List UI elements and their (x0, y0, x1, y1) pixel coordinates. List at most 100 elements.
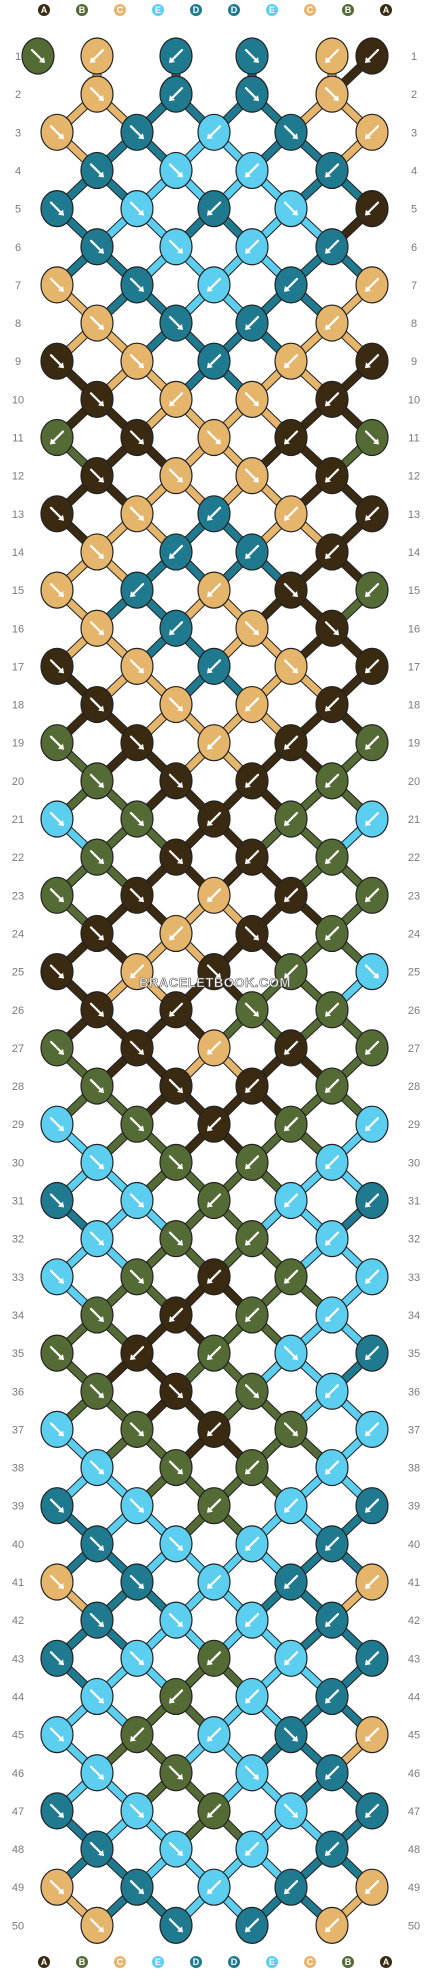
row-number-left: 47 (12, 1806, 24, 1818)
knot-arrowhead-icon (98, 1621, 104, 1628)
knot-arrowhead-icon (177, 247, 183, 254)
knot-arrow-icon (89, 87, 104, 101)
knot-arrow-icon (207, 201, 222, 215)
knot-arrow-icon (207, 354, 222, 368)
knot-arrow-icon (49, 1880, 64, 1894)
row-number-left: 4 (15, 165, 21, 177)
knot (80, 1372, 114, 1410)
knot-arrow-icon (129, 506, 144, 520)
row-number-left: 30 (12, 1157, 24, 1169)
knot-arrow-icon (129, 659, 144, 673)
knot-arrowhead-icon (138, 1888, 144, 1895)
row-number-right: 32 (408, 1234, 420, 1246)
knot-arrow-icon (284, 1193, 299, 1207)
knot (235, 1296, 269, 1334)
knot-arrowhead-icon (169, 400, 175, 407)
knot-arrowhead-icon (325, 1544, 331, 1551)
knot-arrowhead-icon (207, 514, 213, 521)
knot (315, 991, 349, 1029)
strand-label-dot (38, 1956, 50, 1968)
row-number-right: 1 (411, 51, 417, 63)
strand-label: E (269, 5, 275, 15)
knot-arrow-icon (168, 1384, 183, 1398)
knot (315, 762, 349, 800)
knot-arrowhead-icon (98, 1697, 104, 1704)
knot (235, 75, 269, 113)
knot-arrow-icon (245, 163, 260, 177)
knot-arrowhead-icon (207, 285, 213, 292)
knot (159, 457, 193, 495)
knot-arrowhead-icon (98, 1773, 104, 1780)
row-number-left: 42 (12, 1615, 24, 1627)
knot-arrowhead-icon (373, 972, 379, 979)
knot (80, 304, 114, 342)
knot-arrow-icon (245, 239, 260, 253)
knot-arrowhead-icon (138, 820, 144, 826)
knot-arrow-icon (207, 1269, 222, 1283)
knot-arrowhead-icon (365, 209, 371, 216)
knot-arrow-icon (129, 277, 144, 291)
knot-arrowhead-icon (207, 1277, 213, 1284)
knot-arrowhead-icon (177, 1850, 183, 1857)
knot (120, 1258, 154, 1296)
knot (355, 1410, 389, 1449)
knot (274, 1715, 308, 1754)
knot-arrowhead-icon (207, 1583, 213, 1589)
knot (235, 304, 269, 342)
knot-arrow-icon (245, 1460, 260, 1474)
knot (120, 724, 154, 762)
knot (159, 151, 193, 190)
knot-arrow-icon (283, 582, 298, 597)
knot (355, 800, 389, 838)
knot-arrow-icon (284, 1880, 299, 1894)
knot-arrowhead-icon (325, 1315, 331, 1322)
strand-label-dot (152, 4, 164, 16)
knot-arrow-icon (244, 1384, 259, 1398)
knot-arrow-icon (207, 659, 222, 673)
knot-arrowhead-icon (98, 705, 104, 712)
knot-arrowhead-icon (177, 781, 183, 788)
knot (235, 685, 269, 724)
knot-arrow-icon (365, 1574, 380, 1589)
strand-label-dot (38, 4, 50, 16)
strand-label-dot (342, 4, 354, 16)
knot-arrow-icon (168, 1918, 183, 1932)
knot-arrow-icon (325, 1536, 340, 1550)
knot (80, 762, 114, 800)
knot (355, 1487, 389, 1525)
strand-label: B (345, 5, 352, 15)
knot-arrowhead-icon (292, 133, 298, 140)
knot-arrow-icon (284, 735, 299, 749)
knot (80, 457, 114, 495)
knot (235, 1525, 269, 1563)
knot-arrow-icon (283, 1422, 298, 1436)
knot-arrowhead-icon (138, 285, 144, 292)
row-number-left: 6 (15, 242, 21, 254)
knot-arrowhead-icon (207, 667, 213, 674)
row-number-left: 49 (12, 1882, 24, 1894)
knot (274, 1029, 308, 1067)
knot-arrow-icon (89, 163, 104, 177)
strand-label-dot (342, 1956, 354, 1968)
knot-arrow-icon (207, 506, 222, 520)
strand-label-dot (380, 4, 392, 16)
knot-arrowhead-icon (245, 247, 251, 254)
knot-arrowhead-icon (98, 1087, 104, 1094)
knot (159, 1601, 193, 1639)
knot (197, 113, 231, 151)
knot-arrow-icon (89, 1765, 104, 1779)
knot-arrow-icon (283, 1727, 298, 1741)
knot-arrowhead-icon (58, 209, 64, 216)
knot-arrowhead-icon (365, 1125, 371, 1132)
knot-arrow-icon (89, 1460, 104, 1474)
knot-arrowhead-icon (365, 1277, 371, 1284)
knot-arrow-icon (168, 1155, 183, 1169)
knot-arrowhead-icon (253, 57, 259, 63)
knot-arrowhead-icon (58, 285, 64, 292)
strand-label-dot (304, 4, 316, 16)
strand-label-dot (380, 1956, 392, 1968)
knot-arrow-icon (49, 1269, 64, 1283)
knot-arrowhead-icon (253, 629, 259, 636)
knot-arrow-icon (325, 1078, 340, 1093)
knot (120, 1715, 154, 1754)
